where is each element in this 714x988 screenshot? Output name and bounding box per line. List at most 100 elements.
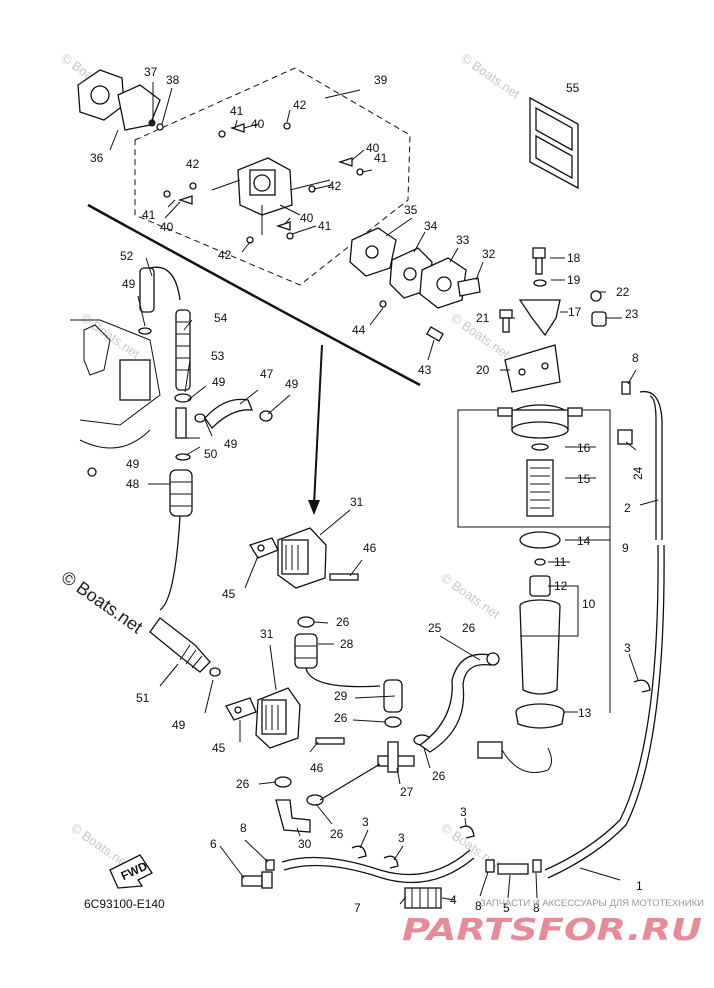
callout-39: 39 bbox=[374, 73, 388, 87]
leader-lines bbox=[109, 82, 659, 905]
callout-11: 11 bbox=[554, 555, 567, 569]
callout-34: 34 bbox=[424, 219, 438, 233]
brand-tagline: ЗАПЧАСТИ И АКСЕССУАРЫ ДЛЯ МОТОТЕХНИКИ bbox=[480, 898, 704, 908]
callout-31: 31 bbox=[350, 495, 364, 509]
callout-6: 6 bbox=[210, 837, 217, 851]
callout-35: 35 bbox=[404, 203, 418, 217]
part-31-fuel-pump-lower bbox=[225, 687, 345, 749]
part-11-seal bbox=[534, 558, 546, 566]
callout-12: 12 bbox=[554, 579, 568, 593]
callout-26: 26 bbox=[462, 621, 476, 635]
callout-55: 55 bbox=[566, 81, 580, 95]
part-47-hose bbox=[204, 398, 254, 430]
part-18-bolt bbox=[532, 247, 546, 275]
part-24-fitting bbox=[617, 429, 633, 445]
callout-41: 41 bbox=[318, 219, 332, 233]
callout-40: 40 bbox=[251, 117, 265, 131]
callout-31: 31 bbox=[260, 627, 274, 641]
section-divider bbox=[87, 203, 421, 387]
callout-3: 3 bbox=[398, 831, 405, 845]
callout-41: 41 bbox=[374, 151, 388, 165]
part-26-clip bbox=[486, 652, 500, 666]
part-53-clip bbox=[174, 393, 192, 403]
callout-3: 3 bbox=[624, 641, 631, 655]
part-8-clip bbox=[621, 381, 631, 395]
callout-49: 49 bbox=[126, 457, 140, 471]
callout-49: 49 bbox=[285, 377, 299, 391]
part-23-grommet bbox=[591, 311, 607, 327]
callout-46: 46 bbox=[363, 541, 377, 555]
part-1-hose bbox=[544, 544, 659, 871]
part-55-label bbox=[529, 96, 579, 190]
callout-8: 8 bbox=[632, 351, 639, 365]
part-51-hose bbox=[149, 617, 211, 673]
callout-3: 3 bbox=[460, 805, 467, 819]
part-16-o-ring bbox=[531, 443, 549, 451]
callout-53: 53 bbox=[211, 349, 225, 363]
part-14-o-ring bbox=[519, 531, 561, 549]
watermark: © Boats.net bbox=[78, 310, 143, 362]
part-10-filter-cup bbox=[519, 599, 561, 695]
bracket-9 bbox=[457, 409, 611, 713]
watermark: © Boats.net bbox=[438, 570, 503, 622]
callout-42: 42 bbox=[293, 98, 307, 112]
callout-26: 26 bbox=[336, 615, 350, 629]
part-49-clip bbox=[138, 327, 152, 335]
part-54-hose bbox=[175, 309, 191, 391]
callout-18: 18 bbox=[567, 251, 581, 265]
part-4-hose bbox=[281, 849, 471, 876]
callout-46: 46 bbox=[310, 761, 324, 775]
callout-labels: 1 2 3 3 3 3 4 5 6 7 8 8 8 8 9 10 11 12 1… bbox=[90, 65, 645, 915]
part-17-bracket bbox=[518, 299, 561, 337]
callout-26: 26 bbox=[334, 711, 348, 725]
callout-42: 42 bbox=[328, 179, 342, 193]
callout-41: 41 bbox=[142, 208, 156, 222]
callout-37: 37 bbox=[144, 65, 158, 79]
part-36-diaphragm-plate bbox=[77, 69, 164, 131]
part-43-pin bbox=[426, 326, 444, 342]
part-25-hose bbox=[418, 653, 491, 753]
callout-41: 41 bbox=[230, 104, 244, 118]
callout-47: 47 bbox=[260, 367, 274, 381]
connecting-hose bbox=[319, 763, 381, 801]
kit-boundary-39 bbox=[134, 67, 411, 286]
callout-45: 45 bbox=[212, 741, 226, 755]
callout-5: 5 bbox=[503, 901, 510, 915]
callout-10: 10 bbox=[582, 597, 596, 611]
callout-16: 16 bbox=[577, 441, 591, 455]
callout-9: 9 bbox=[622, 541, 629, 555]
callout-50: 50 bbox=[204, 447, 218, 461]
callout-42: 42 bbox=[218, 248, 232, 262]
part-12-float bbox=[529, 575, 551, 597]
callout-23: 23 bbox=[625, 307, 639, 321]
callout-45: 45 bbox=[222, 587, 236, 601]
watermark: © Boats.net bbox=[458, 50, 523, 102]
callout-20: 20 bbox=[476, 363, 490, 377]
part-26-clip bbox=[297, 616, 315, 628]
callout-26: 26 bbox=[236, 777, 250, 791]
part-2-hose bbox=[639, 390, 663, 540]
callout-49: 49 bbox=[172, 718, 186, 732]
part-28-hose bbox=[294, 633, 318, 669]
callout-49: 49 bbox=[224, 437, 238, 451]
callout-49: 49 bbox=[122, 277, 136, 291]
part-44-o-ring bbox=[379, 300, 387, 308]
callout-2: 2 bbox=[624, 501, 631, 515]
callout-33: 33 bbox=[456, 233, 470, 247]
part-1-hose-inner bbox=[547, 544, 665, 879]
callout-7: 7 bbox=[354, 901, 361, 915]
callout-48: 48 bbox=[126, 477, 140, 491]
part-39-pump-assembly bbox=[163, 122, 364, 244]
callout-8: 8 bbox=[475, 899, 482, 913]
part-26-clip bbox=[384, 716, 402, 728]
connecting-hose bbox=[305, 667, 381, 688]
callout-13: 13 bbox=[578, 706, 592, 720]
part-3-clip bbox=[383, 855, 399, 869]
callout-22: 22 bbox=[616, 285, 630, 299]
part-9-filter-head bbox=[497, 404, 583, 439]
part-6-connector bbox=[241, 871, 273, 889]
connecting-hose bbox=[159, 515, 181, 611]
callout-30: 30 bbox=[298, 837, 312, 851]
callout-36: 36 bbox=[90, 151, 104, 165]
flow-arrow-head bbox=[308, 500, 320, 515]
